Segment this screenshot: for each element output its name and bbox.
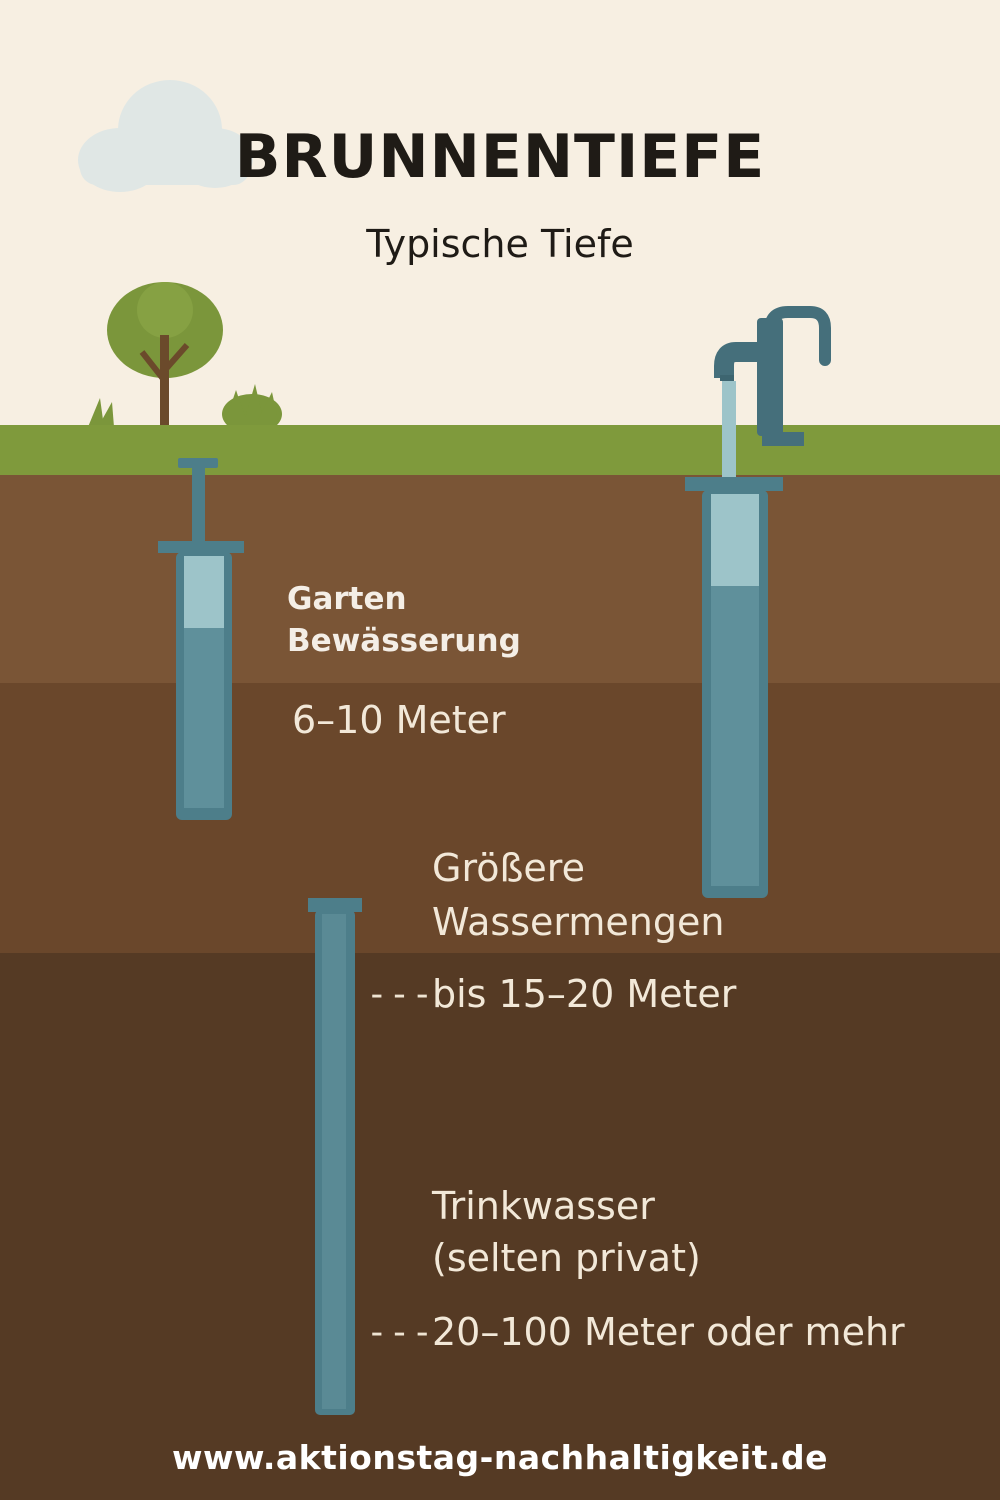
garden-well-label-line1: Garten [287, 581, 407, 617]
drinking-water-label-line2: (selten privat) [432, 1236, 701, 1280]
grass-tuft-icon [88, 398, 114, 427]
large-volume-label-line1: Größere [432, 846, 585, 890]
page-subtitle: Typische Tiefe [366, 222, 634, 266]
footer-url: www.aktionstag-nachhaltigkeit.de [171, 1438, 829, 1477]
garden-well [158, 458, 244, 820]
soil-layer-middle [0, 683, 1000, 953]
deep-well [308, 898, 362, 1415]
soil-layer-deep [0, 953, 1000, 1500]
drinking-water-depth: 20–100 Meter oder mehr [432, 1310, 905, 1354]
large-volume-label-line2: Wassermengen [432, 900, 725, 944]
grass-strip [0, 425, 1000, 475]
garden-well-depth: 6–10 Meter [292, 698, 506, 742]
bush-icon [222, 384, 282, 434]
depth-marker-deep: --- [366, 1312, 435, 1353]
cloud-icon [78, 80, 253, 192]
garden-well-label-line2: Bewässerung [287, 623, 521, 659]
hand-pump-icon [714, 306, 831, 481]
drinking-water-label-line1: Trinkwasser [432, 1184, 655, 1228]
pump-well [685, 477, 783, 898]
tree-icon [107, 282, 223, 427]
page-title: BRUNNENTIEFE [234, 122, 766, 192]
depth-marker-medium: --- [366, 974, 435, 1015]
large-volume-depth: bis 15–20 Meter [432, 972, 737, 1016]
soil-layer-top [0, 475, 1000, 683]
